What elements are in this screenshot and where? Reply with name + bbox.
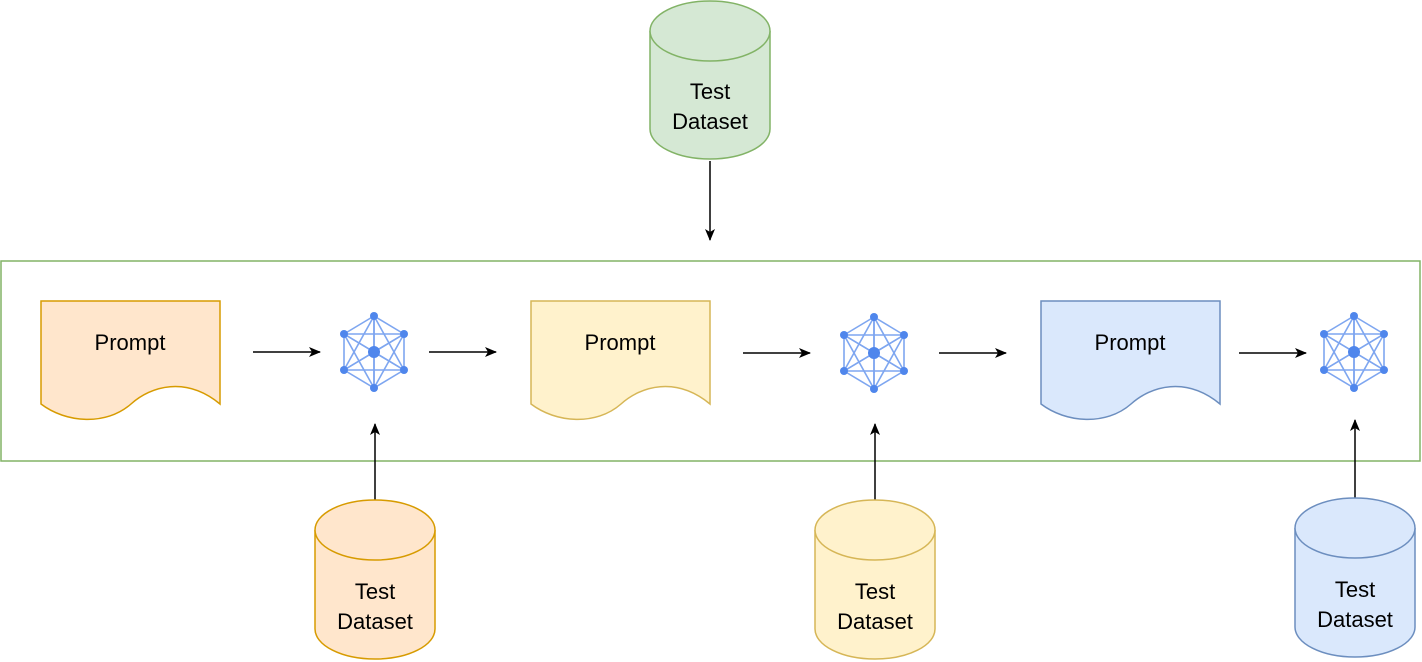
bottom-test-dataset-1: Test Dataset xyxy=(314,499,436,660)
dataset-label-line1: Test xyxy=(1335,577,1375,602)
prompt-label: Prompt xyxy=(1095,330,1166,355)
prompt-label: Prompt xyxy=(95,330,166,355)
prompt-document-3: Prompt xyxy=(1040,300,1221,421)
dataset-label-line1: Test xyxy=(855,579,895,604)
neural-network-icon xyxy=(1319,311,1389,393)
bottom-test-dataset-3: Test Dataset xyxy=(1294,497,1416,658)
prompt-label: Prompt xyxy=(585,330,656,355)
dataset-label-line2: Dataset xyxy=(837,609,913,634)
dataset-label-line2: Dataset xyxy=(337,609,413,634)
neural-network-icon xyxy=(339,311,409,393)
top-test-dataset: Test Dataset xyxy=(649,0,771,160)
dataset-label-line2: Dataset xyxy=(672,109,748,134)
bottom-test-dataset-2: Test Dataset xyxy=(814,499,936,660)
prompt-document-2: Prompt xyxy=(530,300,711,421)
dataset-label-line2: Dataset xyxy=(1317,607,1393,632)
pipeline-frame xyxy=(0,260,1421,462)
dataset-label-line1: Test xyxy=(355,579,395,604)
dataset-label-line1: Test xyxy=(690,79,730,104)
prompt-document-1: Prompt xyxy=(40,300,221,421)
neural-network-icon xyxy=(839,312,909,394)
